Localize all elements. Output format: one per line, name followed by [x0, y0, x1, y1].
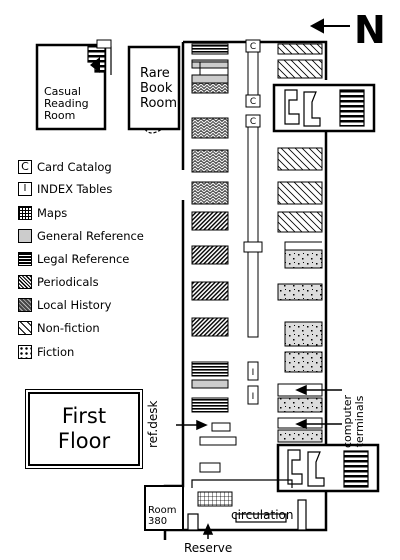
legend-local-history: Local History: [18, 296, 111, 314]
non-fiction-swatch: [18, 321, 32, 335]
periodicals-swatch: [18, 275, 32, 289]
legend-periodicals: Periodicals: [18, 273, 99, 291]
rare-book-room-label: Rare Book Room: [140, 66, 177, 111]
casual-reading-room-walls: [35, 39, 112, 131]
local-history-swatch: [18, 298, 32, 312]
fiction-swatch: [18, 345, 32, 359]
ref-desk-label: ref.desk: [146, 400, 160, 448]
legend-label: Legal Reference: [37, 252, 130, 266]
maps-swatch: [18, 206, 32, 220]
reserve-label: Reserve: [184, 541, 233, 555]
legend-non-fiction: Non-fiction: [18, 319, 100, 337]
catalog-mark-2: C: [250, 97, 256, 107]
index-mark-2: I: [252, 392, 255, 402]
computer-terminals-label: computer terminals: [341, 395, 366, 448]
rare-book-line-3: Room: [140, 96, 178, 111]
left-shelving-column: [191, 43, 237, 507]
floor-title-box: First Floor: [25, 389, 143, 469]
circulation-area: [187, 479, 307, 531]
legend-maps: Maps: [18, 204, 67, 222]
casual-reading-line-3: Room: [44, 109, 76, 122]
stair-block-south: [276, 443, 380, 493]
floor-title-line-1: First: [61, 404, 107, 428]
pointer-arrows: [176, 384, 342, 539]
floor-title-line-2: Floor: [57, 429, 111, 453]
room-380-walls: [144, 485, 184, 531]
room-380-line-2: 380: [148, 516, 168, 527]
rare-book-line-1: Rare: [140, 66, 170, 81]
legend-label: Maps: [37, 206, 68, 220]
legend-label: General Reference: [37, 229, 144, 243]
legend-label: Fiction: [37, 345, 75, 359]
legal-reference-swatch: [18, 252, 32, 266]
room-380-line-1: Room: [148, 505, 177, 516]
stair-block-north: [272, 83, 376, 133]
legend-general-reference: General Reference: [18, 227, 144, 245]
general-reference-swatch: [18, 229, 32, 243]
legend-label: Card Catalog: [37, 160, 112, 174]
legend-fiction: Fiction: [18, 343, 74, 361]
rare-book-room-walls: [127, 45, 181, 134]
legend-card-catalog: C Card Catalog: [18, 158, 112, 176]
shelf-u-shape-right: [284, 241, 322, 250]
casual-reading-room-label: Casual Reading Room: [44, 86, 89, 122]
legend-label: Non-fiction: [37, 321, 100, 335]
circulation-label: circulation: [231, 508, 294, 522]
legend-legal-reference: Legal Reference: [18, 250, 129, 268]
legend-label: Local History: [37, 298, 112, 312]
legend-label: Periodicals: [37, 275, 99, 289]
north-arrow: [309, 18, 350, 34]
catalog-mark-3: C: [250, 117, 256, 127]
index-mark-1: I: [252, 368, 255, 378]
shelf-u-shape: [192, 61, 229, 76]
card-catalog-spine: [243, 39, 263, 405]
index-tables-swatch: I: [18, 182, 32, 196]
legend-index-tables: I INDEX Tables: [18, 180, 112, 198]
card-catalog-swatch: C: [18, 160, 32, 174]
casual-reading-line-1: Casual: [44, 85, 81, 98]
rare-book-line-2: Book: [140, 81, 173, 96]
casual-reading-line-2: Reading: [44, 97, 89, 110]
computer-terminals-line-2: terminals: [353, 395, 366, 448]
room-380-label: Room 380: [148, 505, 176, 527]
catalog-mark-1: C: [250, 42, 256, 52]
legend-label: INDEX Tables: [37, 182, 113, 196]
north-label: N: [354, 8, 386, 52]
